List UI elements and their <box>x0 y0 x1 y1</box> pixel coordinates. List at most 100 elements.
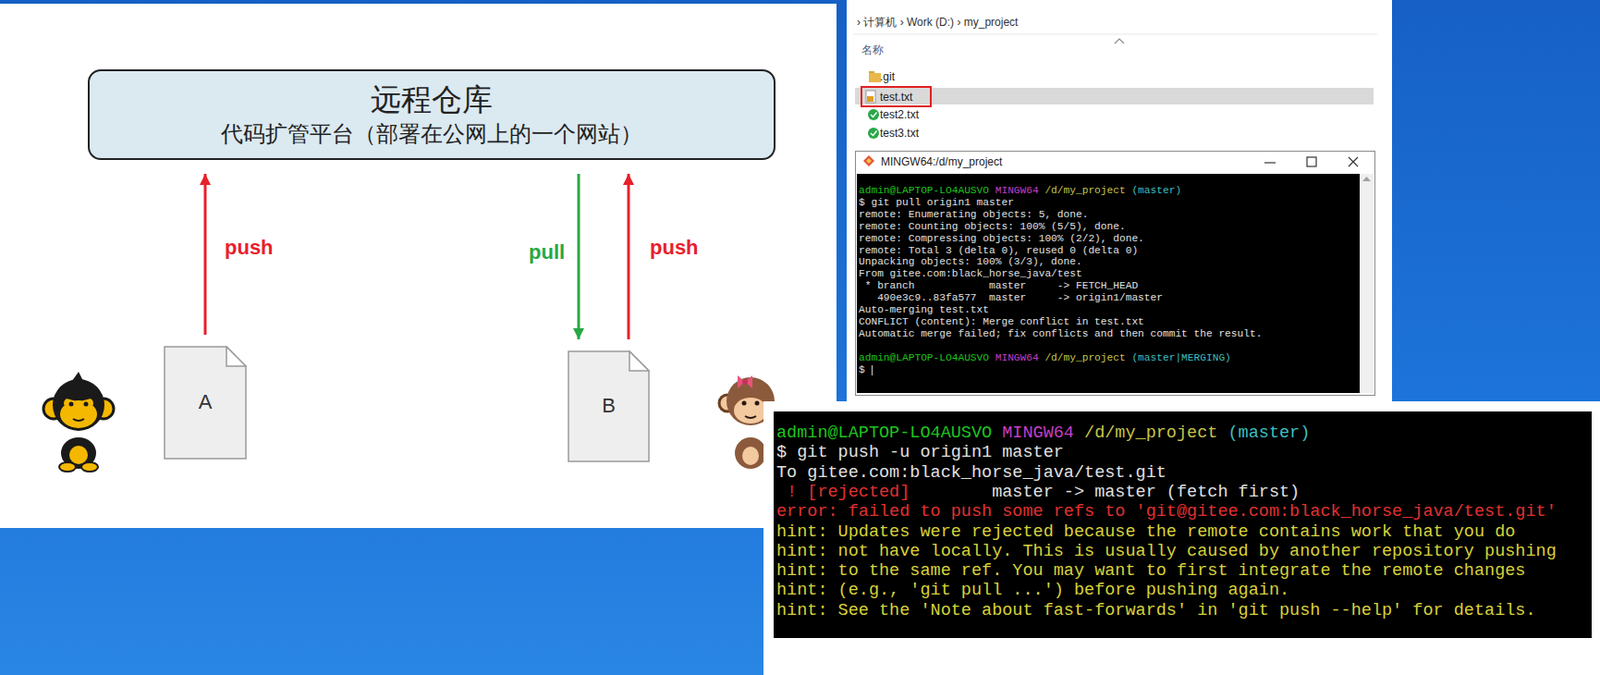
minimize-button <box>1264 161 1276 163</box>
folder-icon <box>868 71 881 83</box>
file-name: test3.txt <box>879 125 919 141</box>
node-title: A <box>198 390 213 415</box>
terminal-text: hint: See the 'Note about fast-forwards'… <box>776 600 1537 621</box>
terminal-text: (master) <box>1131 184 1182 196</box>
terminal-line: remote: Total 3 (delta 0), reused 0 (del… <box>858 244 1138 257</box>
terminal-line: admin@LAPTOP-LO4AUSVO MINGW64/d/my_projec… <box>776 423 1310 443</box>
terminal-line: CONFLICT (content): Merge conflict in te… <box>858 316 1145 329</box>
terminal-text: hint: Updates were rejected because the … <box>776 522 1515 542</box>
terminal-text: admin@LAPTOP-LO4AUSVO <box>776 423 992 443</box>
terminal-text: /d/my_project <box>1084 423 1218 443</box>
terminal-line: Automatic merge failed; fix conflicts an… <box>858 328 1262 341</box>
file-name: .git <box>879 69 895 85</box>
terminal-line: hint: (e.g., 'git pull ...') before push… <box>776 580 1290 600</box>
terminal-line: remote: Enumerating objects: 5, done. <box>858 208 1088 221</box>
git-bash-icon <box>863 155 875 167</box>
terminal-text: remote: Counting objects: 100% (5/5), do… <box>858 220 1126 233</box>
terminal-text: To gitee.com:black_horse_java/test.git <box>776 463 1167 483</box>
breadcrumb: › 计算机 › Work (D:) › my_project <box>856 14 1018 30</box>
terminal-text: /d/my_project <box>1044 184 1125 196</box>
arrow-connector <box>577 173 581 340</box>
terminal-text: master -> master (fetch first) <box>991 482 1300 502</box>
remote-repo-box: 远程仓库代码扩管平台（部署在公网上的一个网站） <box>87 69 776 160</box>
terminal-line: remote: Counting objects: 100% (5/5), do… <box>858 220 1126 233</box>
terminal-text: /d/my_project <box>1044 352 1125 364</box>
scroll-arrow <box>1362 176 1371 182</box>
terminal-text: $ git pull origin1 master <box>858 196 1014 208</box>
column-header: 名称 <box>861 43 884 58</box>
close-button <box>1348 157 1358 167</box>
terminal-text: MINGW64 <box>995 352 1039 364</box>
terminal-text: error: failed to push some refs to 'git@… <box>776 501 1557 522</box>
arrow-connector <box>627 173 631 340</box>
tracked-file-icon <box>867 109 880 121</box>
terminal-line: remote: Compressing objects: 100% (2/2),… <box>858 232 1145 245</box>
terminal-text: Auto-merging test.txt <box>858 304 990 316</box>
terminal-text: hint: not have locally. This is usually … <box>776 541 1557 562</box>
node-subtitle: 代码扩管平台（部署在公网上的一个网站） <box>220 121 643 148</box>
terminal-text: remote: Compressing objects: 100% (2/2),… <box>858 232 1145 245</box>
black-monkey <box>43 371 114 472</box>
maximize-button <box>1306 157 1317 167</box>
terminal-text: Unpacking objects: 100% (3/3), done. <box>858 256 1083 268</box>
terminal-line: ! [rejected] master -> master (fetch firs… <box>776 482 1300 502</box>
window-title: MINGW64:/d/my_project <box>880 154 1002 170</box>
node-title: B <box>601 393 616 418</box>
terminal-line: admin@LAPTOP-LO4AUSVO MINGW64/d/my_projec… <box>858 352 1232 365</box>
tracked-file-icon <box>867 127 880 139</box>
terminal-line: hint: not have locally. This is usually … <box>776 541 1557 562</box>
document-fold <box>629 351 649 371</box>
terminal-text: ! [rejected] <box>786 482 910 502</box>
terminal-text: hint: to the same ref. You may want to f… <box>776 561 1526 581</box>
terminal-text: admin@LAPTOP-LO4AUSVO <box>858 184 990 196</box>
highlight-box: test.txt <box>860 85 932 108</box>
terminal-text: 490e3c9..83fa577 master -> origin1/maste… <box>877 292 1163 304</box>
terminal-line: error: failed to push some refs to 'git@… <box>776 501 1557 522</box>
terminal-line: 490e3c9..83fa577 master -> origin1/maste… <box>858 292 1163 305</box>
terminal-cursor <box>871 365 873 376</box>
file-name: test2.txt <box>879 107 919 123</box>
edge-label: push <box>649 235 699 260</box>
terminal-text: (master) <box>1227 423 1310 443</box>
divider-line <box>853 34 1378 36</box>
terminal-text: remote: Total 3 (delta 0), reused 0 (del… <box>858 244 1138 257</box>
terminal-line: To gitee.com:black_horse_java/test.git <box>776 463 1167 483</box>
arrow-connector <box>204 173 208 335</box>
terminal-text: hint: (e.g., 'git pull ...') before push… <box>776 580 1290 600</box>
edge-label: pull <box>528 240 565 265</box>
document-icon: A <box>163 345 247 460</box>
terminal-line: hint: to the same ref. You may want to f… <box>776 561 1526 581</box>
document-fold <box>226 346 246 367</box>
terminal-line: * branch master -> FETCH_HEAD <box>858 280 1138 293</box>
terminal-line: From gitee.com:black_horse_java/test <box>858 268 1083 281</box>
terminal-text: (master|MERGING) <box>1131 352 1231 364</box>
terminal-line: Unpacking objects: 100% (3/3), done. <box>858 256 1083 269</box>
terminal-text: From gitee.com:black_horse_java/test <box>858 268 1083 280</box>
terminal-text: Automatic merge failed; fix conflicts an… <box>858 328 1262 340</box>
conflict-file-icon <box>866 90 876 103</box>
terminal-text: MINGW64 <box>995 184 1039 196</box>
terminal-line: $ git push -u origin1 master <box>776 442 1064 463</box>
edge-label: push <box>224 235 274 260</box>
node-title: test.txt <box>879 88 913 106</box>
node-title: 远程仓库 <box>370 81 493 119</box>
terminal-line: $ git pull origin1 master <box>858 196 1014 209</box>
terminal-text: remote: Enumerating objects: 5, done. <box>858 208 1088 220</box>
terminal-line: Auto-merging test.txt <box>858 304 990 317</box>
document-icon: B <box>567 350 650 463</box>
terminal-line: admin@LAPTOP-LO4AUSVO MINGW64/d/my_projec… <box>858 184 1182 197</box>
terminal-text: $ git push -u origin1 master <box>776 442 1064 463</box>
terminal-text: * branch master -> FETCH_HEAD <box>865 280 1138 292</box>
terminal-line: $ <box>858 364 866 377</box>
terminal-line: hint: See the 'Note about fast-forwards'… <box>776 600 1537 621</box>
terminal-text: MINGW64 <box>1001 423 1075 443</box>
selected-row <box>854 87 1374 105</box>
terminal-scrollbar <box>1359 173 1374 393</box>
document-sheet <box>164 346 246 459</box>
terminal-text: $ <box>858 364 866 376</box>
terminal-line: hint: Updates were rejected because the … <box>776 522 1515 542</box>
terminal-text: CONFLICT (content): Merge conflict in te… <box>858 316 1145 328</box>
terminal-text: admin@LAPTOP-LO4AUSVO <box>858 352 990 364</box>
sort-chevron <box>1114 38 1124 44</box>
